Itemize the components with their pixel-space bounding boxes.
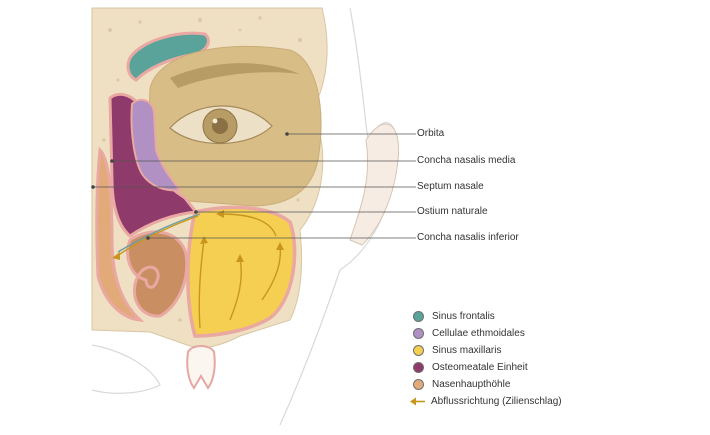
callout-leader-lines bbox=[93, 133, 416, 239]
legend-label: Sinus maxillaris bbox=[432, 344, 502, 356]
eyebrow bbox=[170, 63, 300, 88]
legend-item-cellulae-ethmoidales: Cellulae ethmoidales bbox=[413, 325, 525, 341]
callout-ostium-naturale: Ostium naturale bbox=[417, 206, 488, 217]
legend-swatch bbox=[413, 378, 424, 390]
eye-highlight bbox=[212, 118, 218, 124]
legend-label: Abflussrichtung (Zilienschlag) bbox=[431, 395, 562, 407]
drainage-arrows bbox=[113, 213, 282, 329]
cellulae-ethmoidales-region bbox=[130, 98, 182, 192]
callout-orbita: Orbita bbox=[417, 128, 445, 139]
legend-label: Nasenhaupthöhle bbox=[432, 378, 511, 390]
legend-label: Cellulae ethmoidales bbox=[432, 327, 525, 339]
callout-anchor-dots bbox=[91, 132, 289, 240]
callout-concha-nasalis-inferior: Concha nasalis inferior bbox=[417, 232, 519, 243]
concha-inferior-region bbox=[126, 230, 189, 318]
legend-swatch bbox=[413, 310, 424, 322]
legend-item-sinus-frontalis: Sinus frontalis bbox=[413, 308, 495, 324]
tooth-shape bbox=[186, 345, 216, 390]
legend-item-sinus-maxillaris: Sinus maxillaris bbox=[413, 342, 501, 358]
arrow-left-icon bbox=[410, 397, 425, 405]
legend-item-abflussrichtung: Abflussrichtung (Zilienschlag) bbox=[410, 393, 562, 409]
legend-swatch bbox=[413, 344, 424, 356]
callout-concha-nasalis-media: Concha nasalis media bbox=[417, 155, 516, 166]
legend-swatch bbox=[413, 327, 424, 339]
legend-item-osteomeatale-einheit: Osteomeatale Einheit bbox=[413, 359, 528, 375]
drainage-arrowheads bbox=[112, 210, 284, 262]
ear-shape bbox=[349, 123, 400, 246]
legend-label: Sinus frontalis bbox=[432, 310, 495, 322]
legend-item-nasenhaupthoehle: Nasenhaupthöhle bbox=[413, 376, 510, 392]
callout-septum-nasale: Septum nasale bbox=[417, 181, 484, 192]
nasenhaupthoehle-region bbox=[95, 146, 145, 322]
legend-swatch bbox=[413, 361, 424, 373]
legend-label: Osteomeatale Einheit bbox=[432, 361, 528, 373]
